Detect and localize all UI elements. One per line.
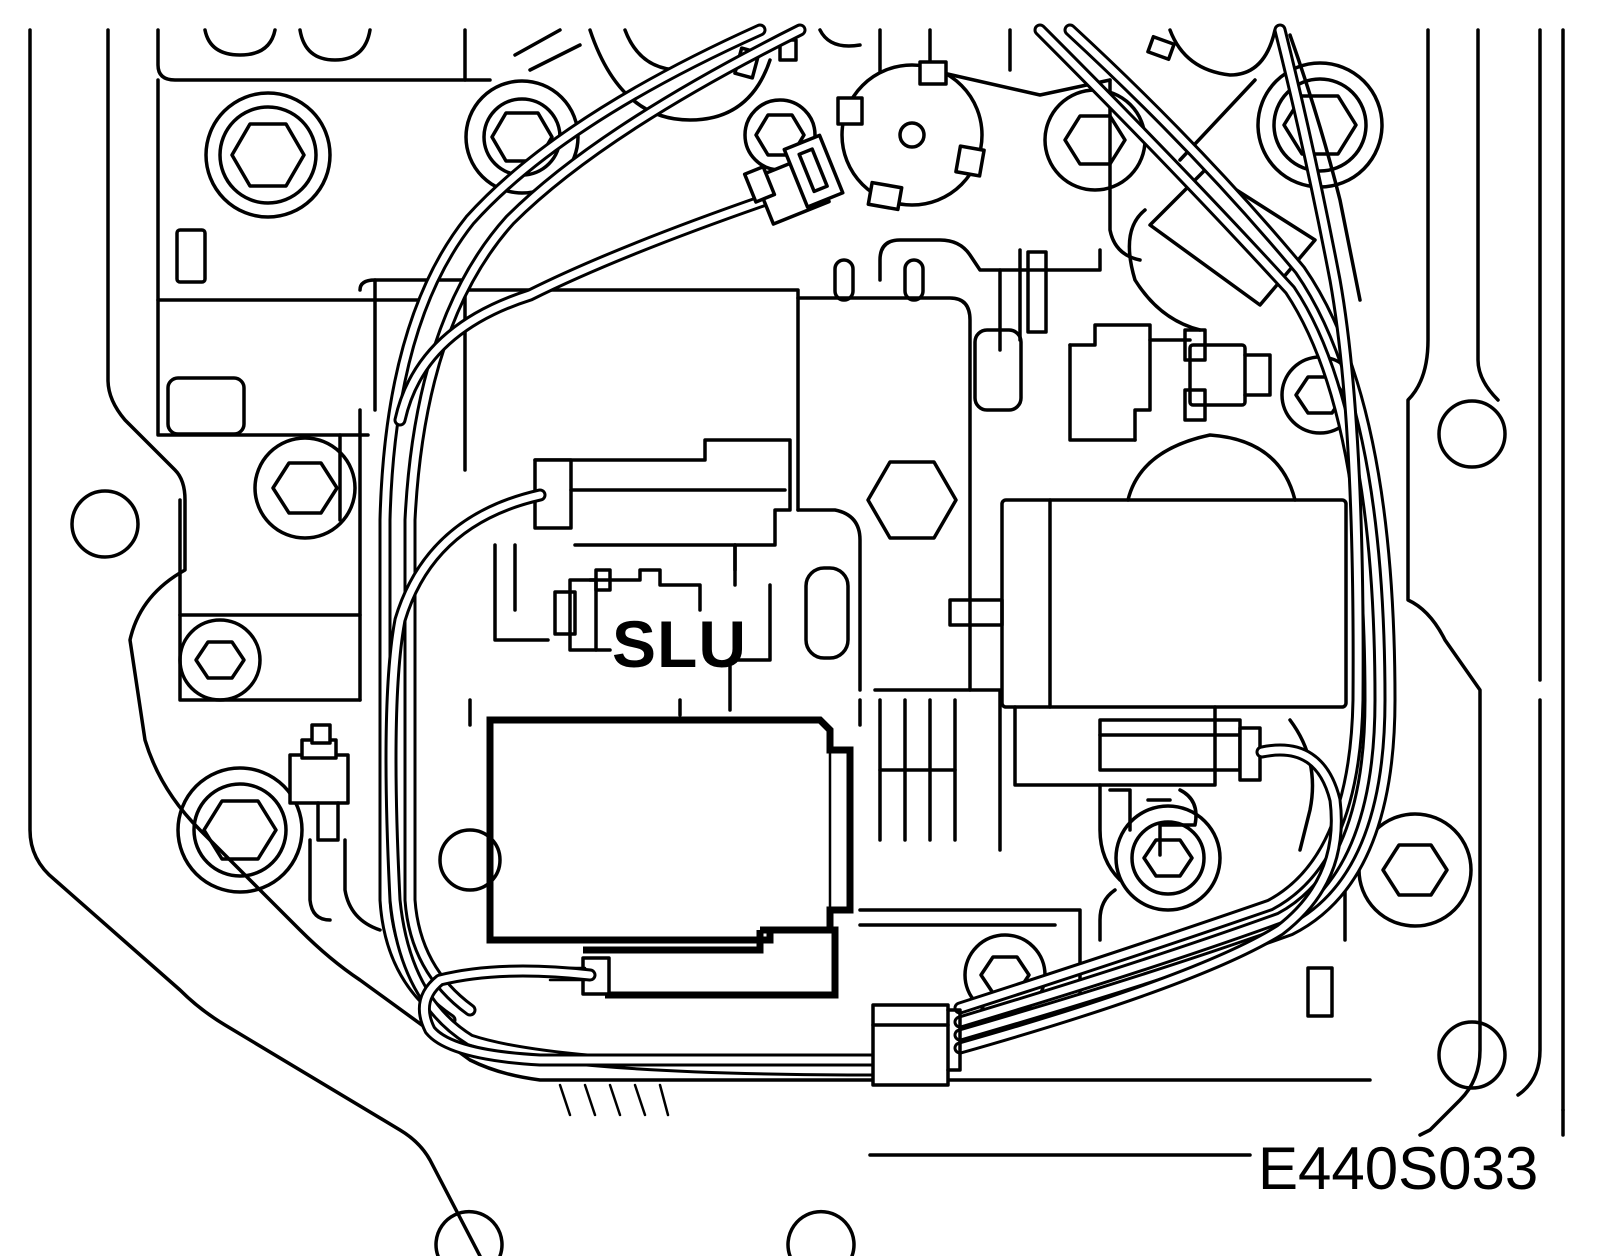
lower-solenoid <box>486 716 1082 1012</box>
sensor-connector <box>742 133 845 226</box>
speed-sensor-rotor <box>836 60 986 212</box>
bracket-tab-right <box>1306 966 1334 1018</box>
right-solenoid <box>948 433 1348 942</box>
bolt-bottom-left <box>176 766 304 894</box>
bolt-top-left <box>204 91 332 219</box>
bolt-top-right-a <box>1043 88 1147 192</box>
figure-id-label: E440S033 <box>1258 1135 1539 1202</box>
wiring-harness <box>378 23 1397 1117</box>
wire-clip-left <box>288 723 382 932</box>
hex-bolts <box>176 61 1473 1017</box>
case-mounting-holes <box>70 399 1507 1256</box>
upper-right-fittings <box>1068 33 1362 442</box>
bolt-lower-mid <box>1114 804 1222 912</box>
slu-component-label: SLU <box>612 607 747 681</box>
upper-solenoid-block <box>463 283 1023 852</box>
left-valve-plates <box>156 278 467 702</box>
bolt-center-hex <box>866 460 958 540</box>
bolt-left-mid <box>253 436 357 540</box>
harness-junction-connector <box>871 1003 962 1087</box>
upper-valve-body <box>156 28 1277 352</box>
bolt-lower-left-small <box>438 828 502 892</box>
bolt-left-lower <box>178 618 262 702</box>
